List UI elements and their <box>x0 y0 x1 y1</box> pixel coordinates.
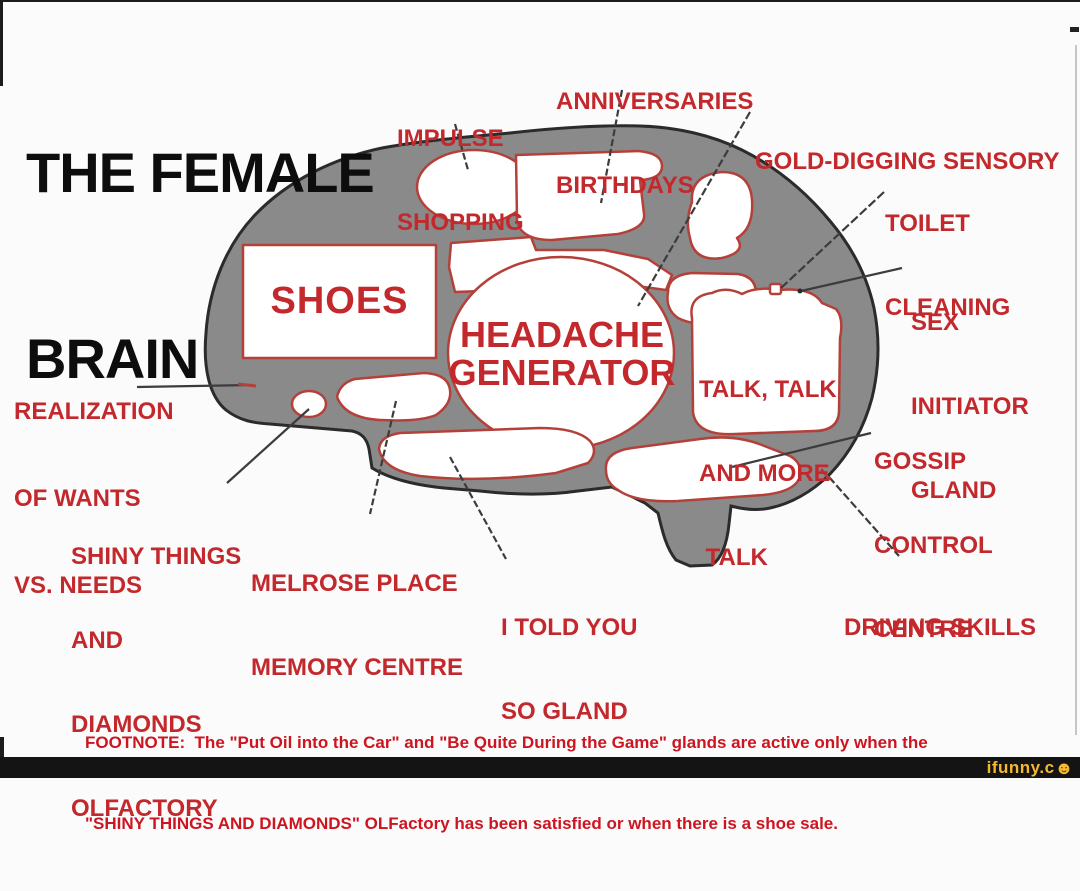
label-line: OF WANTS <box>14 485 141 512</box>
label-line: CONTROL <box>874 532 993 559</box>
anniversaries-birthdays-label: ANNIVERSARIES BIRTHDAYS <box>556 32 753 256</box>
page-title: THE FEMALE BRAIN <box>26 18 375 514</box>
label-line: AND MORE <box>699 460 830 487</box>
label-line: CENTRE <box>874 616 973 643</box>
shiny-pointer-line <box>226 408 310 484</box>
label-line: DIAMONDS <box>71 711 202 738</box>
footnote-line: FOOTNOTE: The "Put Oil into the Car" and… <box>85 733 928 752</box>
melrose-place-memory-label: MELROSE PLACE MEMORY CENTRE <box>251 514 463 738</box>
label-line: GOSSIP <box>874 448 967 475</box>
gossip-pointer-line <box>731 431 872 469</box>
label-line: TALK, TALK <box>699 376 837 403</box>
realization-red-tick <box>237 382 257 388</box>
brain-diagram <box>136 89 903 568</box>
top-edge-line <box>0 0 1080 2</box>
label-line: MEMORY CENTRE <box>251 654 464 681</box>
label-line: MELROSE PLACE <box>251 570 458 597</box>
impulse-shopping-label: IMPULSE SHOPPING <box>397 69 524 293</box>
label-line: GOLD-DIGGING SENSORY <box>755 148 1060 175</box>
label-line: TOILET <box>885 210 970 237</box>
bottom-left-mark <box>0 737 4 757</box>
headache-generator-region-label: HEADACHE GENERATOR <box>448 316 676 392</box>
anniversaries-pointer-line <box>599 89 624 204</box>
label-line: IMPULSE <box>397 125 504 152</box>
toilet-cleaning-label: TOILET CLEANING <box>885 154 1010 378</box>
impulse-pointer-line <box>453 123 470 171</box>
label-line: TALK <box>699 544 768 571</box>
label-line: SEX <box>911 309 960 336</box>
talk-region-label: TALK, TALK AND MORE TALK <box>699 320 837 628</box>
footnote-line: "SHINY THINGS AND DIAMONDS" OLFactory ha… <box>85 814 838 833</box>
label-line: CLEANING <box>885 294 1011 321</box>
shiny-things-region <box>290 389 328 419</box>
label-line: SHOPPING <box>397 209 524 236</box>
sex-initiator-gland-dot <box>768 282 783 296</box>
meme-canvas: THE FEMALE BRAIN IMPULSE SHOPPING ANNIVE… <box>0 0 1080 833</box>
label-line: BIRTHDAYS <box>556 172 694 199</box>
realization-pointer-line <box>136 383 253 389</box>
smiley-face-icon: ☻ <box>1054 757 1074 778</box>
i-told-you-so-gland-label: I TOLD YOU SO GLAND <box>501 558 637 782</box>
melrose-pointer-line <box>368 400 398 515</box>
label-line: HEADACHE <box>459 314 664 355</box>
ifunny-brand-text: ifunny.c <box>986 757 1055 777</box>
ifunny-watermark: ifunny.c☻ <box>987 759 1074 777</box>
shoes-region-label: SHOES <box>243 245 436 358</box>
sex-initiator-gland-label: SEX INITIATOR GLAND <box>911 253 1029 561</box>
label-line: I TOLD YOU <box>501 614 638 641</box>
watermark-bar: ifunny.c☻ <box>0 757 1080 778</box>
sex-pointer-line <box>800 266 903 293</box>
label-line: AND <box>71 627 123 654</box>
label-line: GLAND <box>911 477 997 504</box>
driving-red-tick <box>819 468 832 481</box>
driving-pointer-line <box>828 476 900 557</box>
sex-pointer-dot <box>797 288 803 294</box>
top-right-dash <box>1070 27 1079 32</box>
label-line: ANNIVERSARIES <box>556 88 754 115</box>
realization-wants-needs-label: REALIZATION OF WANTS VS. NEEDS <box>14 339 174 658</box>
gold-pointer-line <box>637 111 751 307</box>
left-edge-mark <box>0 0 3 86</box>
gossip-control-centre-label: GOSSIP CONTROL CENTRE <box>874 392 993 700</box>
footnote: FOOTNOTE: The "Put Oil into the Car" and… <box>85 675 1055 891</box>
anniversaries-region <box>514 149 664 242</box>
talk-region <box>690 287 843 436</box>
label-line: REALIZATION <box>14 398 174 425</box>
shoes-region <box>241 243 438 360</box>
driving-skills-label: DRIVING SKILLS <box>844 558 1036 698</box>
label-line: SO GLAND <box>501 698 628 725</box>
label-line: SHOES <box>270 280 409 322</box>
label-line: INITIATOR <box>911 393 1029 420</box>
itoldyou-region <box>377 426 596 481</box>
label-line: SHINY THINGS <box>71 543 242 570</box>
melrose-region <box>335 371 452 422</box>
itoldyou-pointer-line <box>449 456 507 560</box>
label-line: DRIVING SKILLS <box>844 614 1037 641</box>
label-line: VS. NEEDS <box>14 572 143 599</box>
gold-digging-sensory-label: GOLD-DIGGING SENSORY <box>755 92 1059 232</box>
label-line: GENERATOR <box>448 352 676 393</box>
title-line: THE FEMALE <box>26 141 375 204</box>
gossip-region <box>604 436 802 503</box>
title-line: BRAIN <box>26 327 199 390</box>
right-edge-line <box>1075 45 1077 735</box>
